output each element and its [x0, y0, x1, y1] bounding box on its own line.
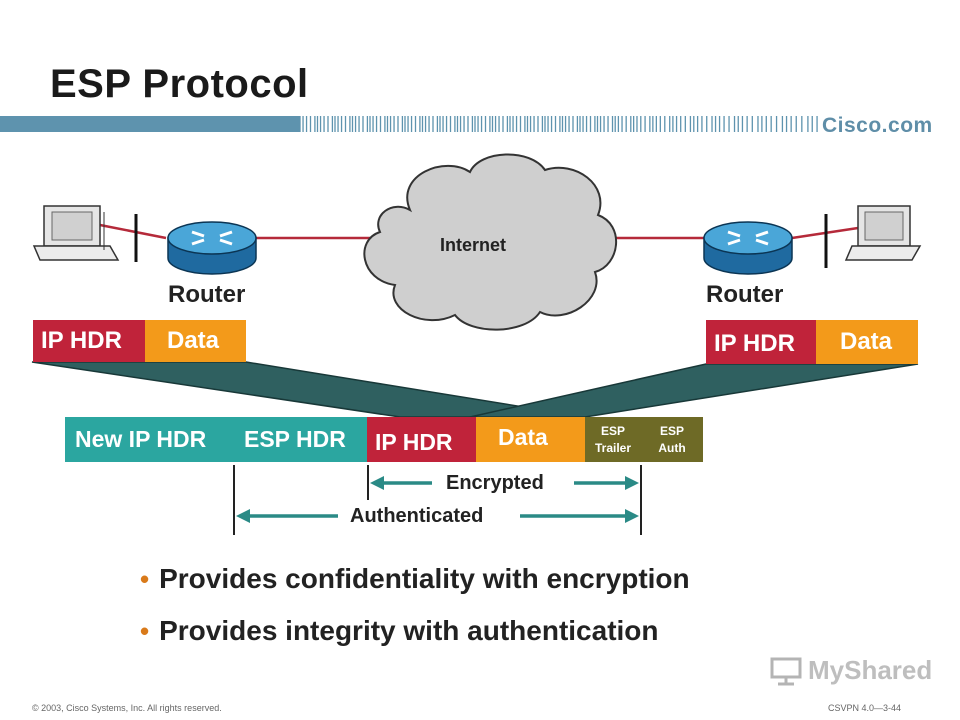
esp-auth: ESP Auth	[641, 417, 703, 462]
left-packet-ip-hdr: IP HDR	[33, 320, 145, 362]
bullet-text: Provides confidentiality with encryption	[159, 563, 690, 594]
presentation-icon	[770, 657, 802, 685]
esp-auth-line1: ESP	[659, 423, 684, 438]
bullet-dot-icon: •	[140, 563, 150, 594]
bullet-dot-icon: •	[140, 615, 150, 646]
esp-inner-ip-hdr: IP HDR	[367, 417, 476, 462]
left-router-label: Router	[168, 281, 246, 308]
bullet-item: • Provides integrity with authentication	[140, 615, 659, 647]
footer-course-code: CSVPN 4.0—3-44	[828, 703, 902, 713]
esp-trailer: ESP Trailer	[585, 417, 641, 462]
header-band	[0, 116, 818, 132]
bullet-item: • Provides confidentiality with encrypti…	[140, 563, 690, 595]
left-packet-data: Data	[145, 320, 246, 362]
right-packet-ip-hdr: IP HDR	[706, 320, 816, 364]
slide-title: ESP Protocol	[50, 62, 309, 106]
brand-logo: Cisco.com	[822, 114, 933, 137]
footer-copyright: © 2003, Cisco Systems, Inc. All rights r…	[32, 703, 222, 713]
esp-new-ip-hdr: New IP HDR	[65, 417, 234, 462]
esp-trailer-line1: ESP	[600, 423, 625, 438]
esp-auth-line2: Auth	[658, 440, 686, 455]
right-funnel	[469, 363, 919, 418]
left-router-icon	[167, 221, 257, 275]
bullet-text: Provides integrity with authentication	[159, 615, 659, 646]
encrypted-arrow	[370, 476, 639, 490]
esp-trailer-line2: Trailer	[594, 440, 632, 455]
internet-label: Internet	[440, 235, 507, 255]
authenticated-label: Authenticated	[350, 505, 484, 527]
right-router-label: Router	[706, 281, 784, 308]
right-packet-data: Data	[816, 320, 918, 364]
internet-cloud-icon	[363, 153, 617, 331]
left-funnel	[31, 361, 586, 418]
encrypted-label: Encrypted	[446, 472, 544, 494]
left-computer-icon	[32, 205, 120, 261]
right-computer-icon	[844, 205, 922, 261]
watermark-logo: MyShared	[770, 655, 932, 686]
right-router-icon	[703, 221, 793, 275]
esp-hdr: ESP HDR	[234, 417, 367, 462]
esp-inner-data: Data	[476, 417, 585, 462]
left-host-link	[99, 223, 167, 240]
watermark-text: MyShared	[808, 655, 933, 685]
authenticated-arrow	[236, 509, 639, 523]
